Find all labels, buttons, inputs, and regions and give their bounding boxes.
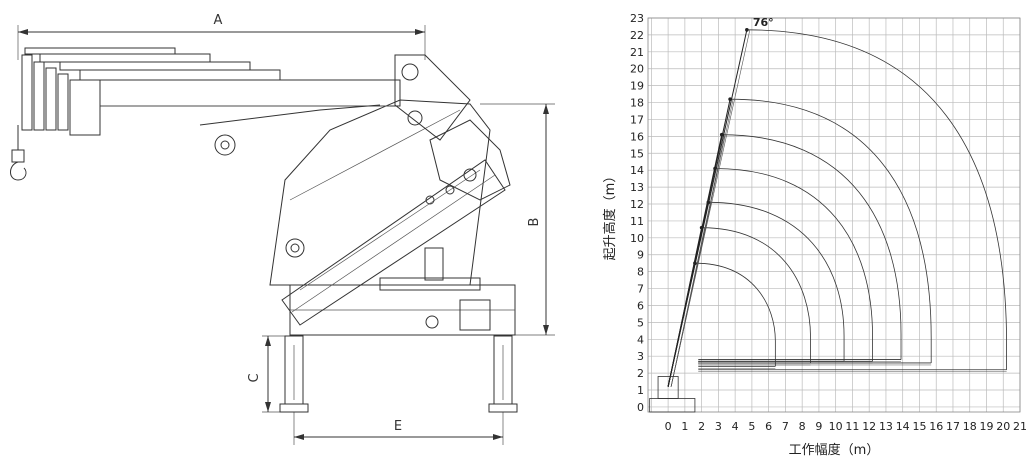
dimension-a: A [17,13,426,60]
y-tick-label: 12 [630,198,644,211]
inner-boom [281,159,506,326]
boom-positions [649,28,751,413]
max-angle-label: 76° [753,16,774,29]
y-tick-label: 20 [630,63,644,76]
dimension-b: B [480,103,555,336]
dimension-label-a: A [214,13,223,28]
y-tick-label: 9 [637,249,644,262]
range-envelope-curve [694,262,776,367]
dimension-label-c: C [247,373,262,382]
crane-column [269,99,491,286]
chart-grid [647,17,1021,413]
x-tick-label: 4 [732,420,739,433]
dimension-label-e: E [394,419,402,434]
x-tick-label: 1 [681,420,688,433]
boom-tip-point [713,166,717,171]
x-tick-label: 3 [715,420,722,433]
y-tick-label: 0 [637,401,644,414]
crane-hook [10,125,27,181]
x-tick-label: 2 [698,420,705,433]
range-envelope-curve [721,134,902,360]
y-axis-title: 起升高度（m） [602,170,618,261]
x-tick-label: 8 [799,420,806,433]
x-tick-label: 9 [815,420,822,433]
x-tick-label: 12 [862,420,876,433]
y-tick-label: 18 [630,97,644,110]
range-envelope-curve [730,98,932,363]
y-tick-label: 19 [630,80,644,93]
x-tick-label: 18 [963,420,977,433]
y-tick-label: 4 [637,333,644,346]
crane-base [289,247,516,336]
boom-tip-point [693,261,697,265]
range-envelope-curve [746,29,1007,370]
y-tick-label: 21 [630,46,644,59]
y-tick-label: 11 [630,215,644,228]
outer-telescopic-boom [24,47,401,156]
y-tick-label: 15 [630,147,644,160]
x-tick-label: 15 [912,420,926,433]
y-tick-label: 2 [637,367,644,380]
range-envelope-curve [701,227,811,363]
outrigger-left [279,335,309,413]
y-tick-label: 8 [637,266,644,279]
boom-tip-point [699,225,704,230]
boom-tip-point [706,200,711,205]
y-tick-label: 16 [630,130,644,143]
boom-head-links [394,54,511,201]
y-tick-label: 1 [637,384,644,397]
y-tick-label: 13 [630,181,644,194]
y-tick-label: 5 [637,316,644,329]
range-envelope-curve [708,201,845,362]
plot-frame [647,17,1021,413]
y-tick-label: 22 [630,29,644,42]
range-envelopes [694,29,1007,372]
x-tick-label: 6 [765,420,772,433]
y-tick-label: 23 [630,12,644,25]
y-tick-label: 10 [630,232,644,245]
y-tick-label: 3 [637,350,644,363]
x-tick-label: 21 [1013,420,1027,433]
dimension-c: C [247,335,300,413]
x-tick-label: 19 [979,420,993,433]
x-tick-label: 20 [996,420,1010,433]
x-tick-label: 14 [896,420,910,433]
outrigger-right [488,335,518,413]
y-tick-label: 17 [630,113,644,126]
boom-line [667,263,696,387]
crane-column-outline [657,376,679,399]
boom-tip-heads [21,54,101,136]
x-axis-title: 工作幅度（m） [789,442,880,458]
x-tick-label: 0 [665,420,672,433]
x-tick-label: 13 [879,420,893,433]
boom-tip-point [745,28,749,32]
boom-line-outer [670,263,699,387]
range-envelope-curve [715,168,873,362]
boom-tip-point [719,132,724,137]
x-tick-label: 7 [782,420,789,433]
x-tick-label: 5 [748,420,755,433]
crane-side-view-drawing: A B C E [10,13,555,445]
x-tick-label: 17 [946,420,960,433]
boom-tip-point [728,97,732,101]
y-tick-label: 14 [630,164,644,177]
x-tick-label: 16 [929,420,943,433]
dimension-e: E [293,412,504,445]
y-tick-label: 6 [637,299,644,312]
x-tick-label: 10 [829,420,843,433]
crane-base-outline [649,398,696,413]
dimension-label-b: B [527,218,542,227]
y-tick-label: 7 [637,283,644,296]
x-tick-label: 11 [845,420,859,433]
